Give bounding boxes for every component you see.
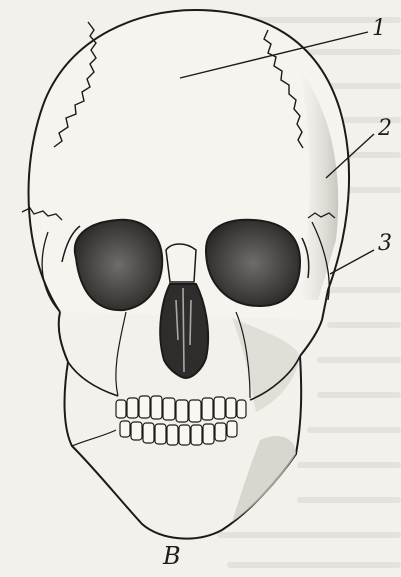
lower-teeth: [120, 421, 237, 445]
mandible-shading: [232, 436, 296, 522]
label-2: 2: [378, 118, 392, 140]
figure-caption: B: [163, 544, 181, 568]
nasal-bones: [166, 244, 196, 282]
upper-teeth: [116, 396, 246, 422]
cheek-line-left: [116, 312, 126, 396]
label-3: 3: [378, 233, 392, 255]
label-1: 1: [372, 18, 386, 40]
zygomatic-left: [59, 312, 68, 362]
zygomatic-right: [300, 320, 322, 356]
mandible-angle-left: [72, 430, 116, 446]
